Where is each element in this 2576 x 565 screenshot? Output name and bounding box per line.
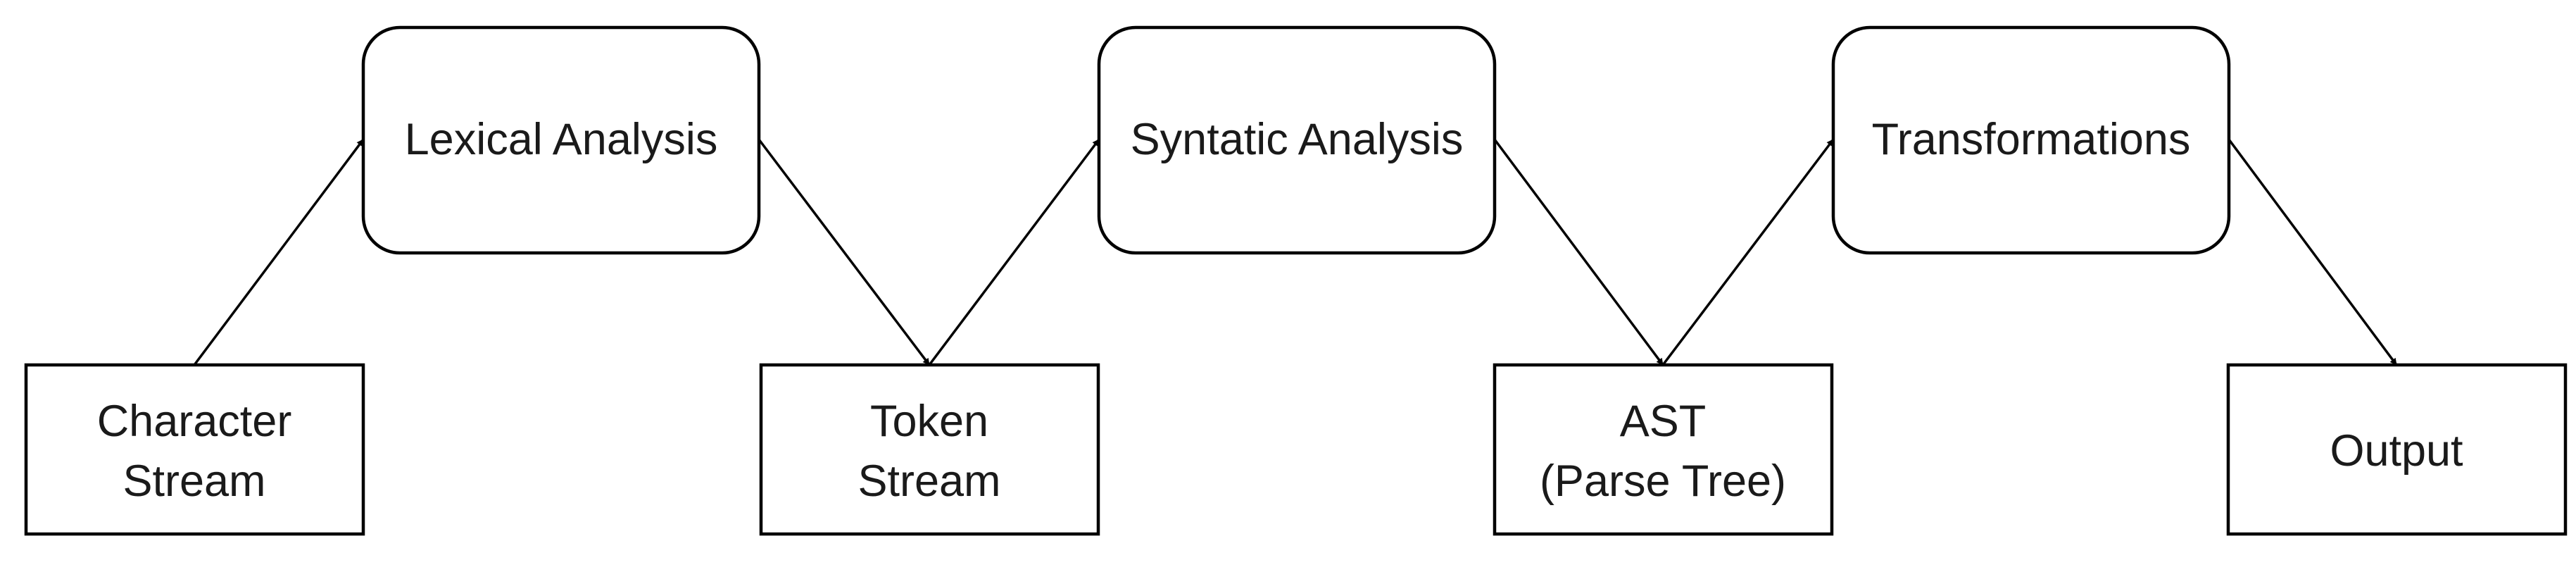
node-label: Output: [2330, 426, 2463, 476]
node-ast-parse-tree: AST (Parse Tree): [1493, 363, 1834, 536]
node-character-stream: Character Stream: [24, 363, 365, 536]
arrow-tokens-to-syntactic: [928, 138, 1100, 366]
arrow-ast-to-transform: [1661, 138, 1835, 366]
arrow-transform-to-output: [2228, 138, 2398, 366]
node-token-stream: Token Stream: [759, 363, 1100, 536]
node-label: Lexical Analysis: [405, 115, 718, 164]
node-label: Transformations: [1872, 115, 2191, 164]
node-label-line-1: Character: [97, 397, 292, 446]
node-output: Output: [2226, 363, 2568, 536]
node-syntatic-analysis: Syntatic Analysis: [1097, 25, 1497, 255]
node-label-line-1: Token: [870, 397, 988, 446]
node-label: Syntatic Analysis: [1131, 115, 1464, 164]
arrow-syntactic-to-ast: [1493, 138, 1664, 366]
node-label-line-1: AST: [1620, 397, 1707, 446]
node-label-line-2: Stream: [857, 457, 1000, 506]
node-label-line-2: Stream: [122, 457, 265, 506]
node-lexical-analysis: Lexical Analysis: [361, 25, 761, 255]
node-label-line-2: (Parse Tree): [1540, 457, 1786, 506]
edges: [193, 138, 2398, 366]
arrow-lexical-to-tokens: [758, 138, 931, 366]
arrow-chars-to-lexical: [193, 138, 365, 366]
node-transformations: Transformations: [1831, 25, 2231, 255]
